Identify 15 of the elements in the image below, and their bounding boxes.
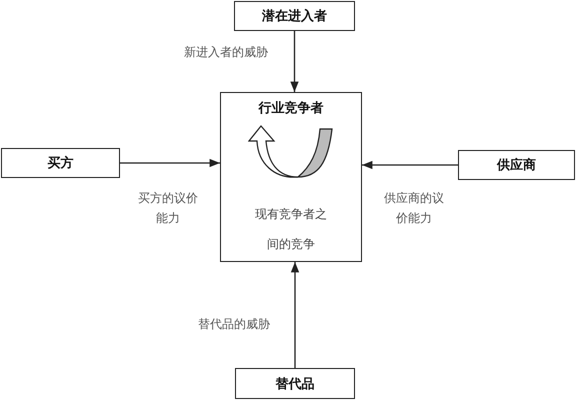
box-title: 买方 (48, 154, 74, 172)
box-text: 现有竞争者之间的竞争 (254, 206, 328, 253)
force-box (458, 150, 575, 180)
industry-box (220, 92, 362, 262)
force-box (235, 368, 355, 399)
force-box (234, 1, 355, 31)
box-title: 供应商 (497, 156, 536, 174)
arrow (290, 31, 299, 92)
arrow (362, 160, 458, 170)
force-box (1, 148, 120, 178)
arrow (290, 262, 300, 368)
box-title: 行业竞争者 (258, 100, 324, 117)
box-title: 潜在进入者 (262, 8, 327, 25)
box-title: 替代品 (276, 376, 314, 392)
arrow (120, 158, 220, 168)
